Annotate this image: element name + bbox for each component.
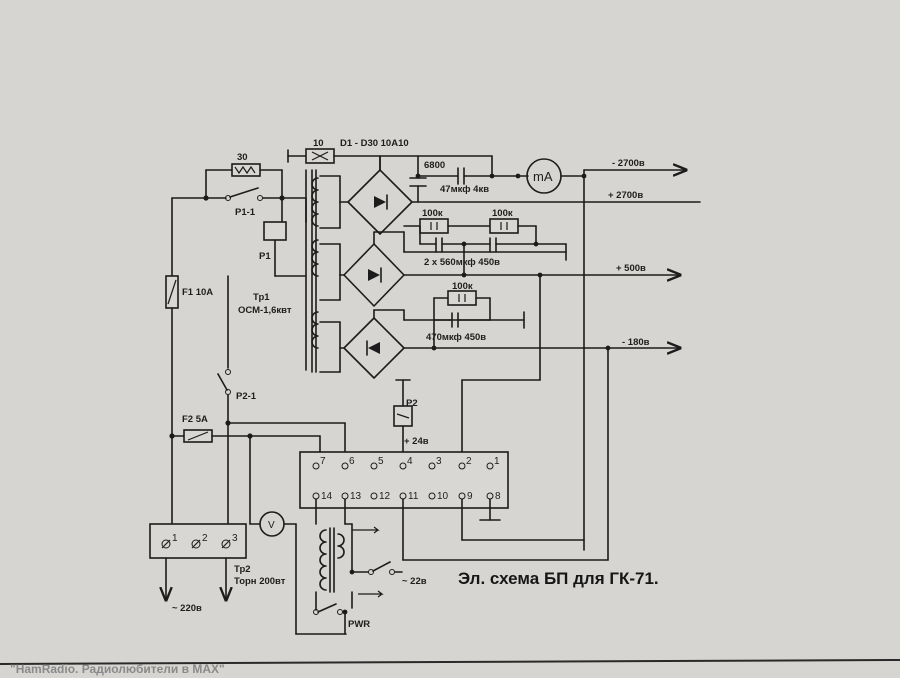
label-24v: + 24в — [404, 436, 429, 447]
switch-22v — [372, 561, 391, 572]
contact-terminal — [225, 195, 231, 201]
svg-text:12: 12 — [379, 491, 391, 502]
resistor-100k-3 — [447, 290, 477, 306]
power-switch — [317, 603, 337, 613]
svg-text:4: 4 — [407, 456, 413, 467]
pin-6: 6 — [341, 456, 355, 470]
labels: 30 Р1-1 Р1 F1 10А Тр1 ОСМ-1,6квт Р2-1 F2… — [172, 138, 659, 630]
svg-text:3: 3 — [436, 456, 442, 467]
label-r10: 10 — [313, 138, 324, 149]
label-r30: 30 — [237, 152, 248, 163]
rectifier-bridge-500v — [319, 218, 680, 459]
svg-text:9: 9 — [467, 491, 473, 502]
svg-text:3: 3 — [232, 533, 238, 544]
label-f2: F2 5А — [182, 414, 208, 425]
svg-text:14: 14 — [321, 491, 333, 502]
label-c47: 47мкф 4кв — [440, 184, 489, 195]
primary-circuit: V — [165, 163, 346, 537]
rectifier-bridge-180v — [319, 290, 680, 561]
svg-text:1: 1 — [494, 456, 500, 467]
schematic-title: Эл. схема БП для ГК-71. — [458, 569, 659, 588]
label-c2x560: 2 x 560мкф 450в — [424, 257, 500, 268]
watermark: "HamRadio. Радиолюбители в MAX" — [10, 662, 225, 676]
label-p1: Р1 — [259, 251, 271, 262]
label-f1: F1 10А — [182, 287, 213, 298]
relay-coil-p2 — [393, 379, 413, 459]
resistor-100k-2 — [489, 218, 519, 234]
output-plus-500: + 500в — [616, 263, 646, 274]
svg-text:8: 8 — [495, 491, 501, 502]
label-p1-1: Р1-1 — [235, 207, 256, 218]
pin-10: 10 — [428, 491, 449, 502]
svg-text:1: 1 — [172, 533, 178, 544]
relay-coil-p1 — [263, 221, 287, 241]
output-plus-2700: + 2700в — [608, 190, 643, 201]
label-c470: 470мкф 450в — [426, 332, 486, 343]
label-tr1: Тр1 — [253, 292, 270, 303]
output-minus-2700: - 2700в — [612, 158, 645, 169]
label-c6800: 6800 — [424, 160, 445, 171]
label-mains: ~ 220в — [172, 603, 202, 614]
svg-text:13: 13 — [350, 491, 362, 502]
svg-text:7: 7 — [320, 456, 326, 467]
label-22v: ~ 22в — [402, 576, 427, 587]
pin-3: 3 — [428, 456, 442, 470]
label-r100k-3: 100к — [452, 281, 473, 292]
pin-1: 1 — [486, 456, 500, 470]
svg-text:11: 11 — [408, 491, 419, 502]
label-tr1-model: ОСМ-1,6квт — [238, 305, 292, 316]
pin-5: 5 — [370, 456, 384, 470]
label-tr2-model: Торн 200вт — [234, 576, 286, 587]
relay-contact-p2-1 — [217, 373, 228, 391]
terminal-1: 1 — [161, 533, 178, 549]
svg-text:6: 6 — [349, 456, 355, 467]
terminal-3: 3 — [221, 533, 238, 549]
svg-text:10: 10 — [437, 491, 449, 502]
pin-12: 12 — [370, 491, 391, 502]
pin-7: 7 — [312, 456, 326, 470]
label-r100k-2: 100к — [492, 208, 513, 219]
svg-text:5: 5 — [378, 456, 384, 467]
label-r100k-1: 100к — [422, 208, 443, 219]
resistor-100k-1 — [419, 218, 449, 234]
svg-text:2: 2 — [466, 456, 472, 467]
label-diodes: D1 - D30 10А10 — [340, 138, 409, 149]
milliammeter-label: mA — [533, 169, 553, 184]
transformer-tr2 — [313, 498, 403, 635]
resistor-30 — [231, 163, 261, 177]
terminal-block: 1 2 3 — [149, 523, 247, 600]
relay-contact-p1-1 — [229, 187, 259, 198]
terminal-2: 2 — [191, 533, 208, 549]
pin-2: 2 — [458, 456, 472, 470]
label-tr2: Тр2 — [234, 564, 251, 575]
label-p2-1: Р2-1 — [236, 391, 257, 402]
label-p2: Р2 — [406, 398, 418, 409]
connector-block: 7 6 5 4 3 2 1 14 — [295, 451, 609, 635]
output-minus-180: - 180в — [622, 337, 650, 348]
hv-top-line: mA — [287, 148, 686, 551]
voltmeter-label: V — [268, 520, 275, 531]
pin-4: 4 — [399, 456, 413, 470]
transformer-tr1 — [305, 169, 319, 373]
svg-text:2: 2 — [202, 533, 208, 544]
label-pwr: PWR — [348, 619, 370, 630]
